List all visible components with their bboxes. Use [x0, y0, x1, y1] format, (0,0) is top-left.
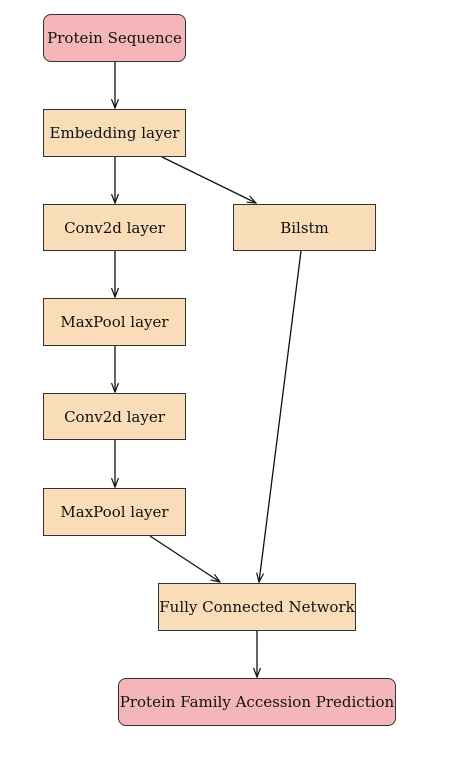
node-protein-sequence-label: Protein Sequence: [47, 29, 182, 47]
node-bilstm: Bilstm: [233, 204, 376, 251]
edge-bilstm-to-fcn: [259, 250, 302, 582]
node-maxpool-layer-2: MaxPool layer: [43, 488, 186, 536]
node-conv2d-layer-2-label: Conv2d layer: [64, 407, 165, 426]
node-maxpool-layer-2-label: MaxPool layer: [60, 503, 169, 521]
node-conv2d-layer-2: Conv2d layer: [43, 393, 186, 440]
node-fully-connected-network: Fully Connected Network: [158, 583, 356, 631]
node-protein-family-accession-prediction-label: Protein Family Accession Prediction: [119, 693, 395, 711]
edge-pool2-to-fcn: [149, 535, 220, 582]
node-bilstm-label: Bilstm: [280, 218, 329, 237]
node-maxpool-layer-1: MaxPool layer: [43, 298, 186, 346]
node-conv2d-layer-1: Conv2d layer: [43, 204, 186, 251]
edge-embedding-to-bilstm: [161, 156, 256, 203]
node-protein-family-accession-prediction: Protein Family Accession Prediction: [118, 678, 396, 726]
node-maxpool-layer-1-label: MaxPool layer: [60, 313, 169, 331]
node-fully-connected-network-label: Fully Connected Network: [159, 598, 355, 616]
node-conv2d-layer-1-label: Conv2d layer: [64, 218, 165, 237]
node-protein-sequence: Protein Sequence: [43, 14, 186, 62]
node-embedding-layer: Embedding layer: [43, 109, 186, 157]
node-embedding-layer-label: Embedding layer: [49, 124, 180, 142]
